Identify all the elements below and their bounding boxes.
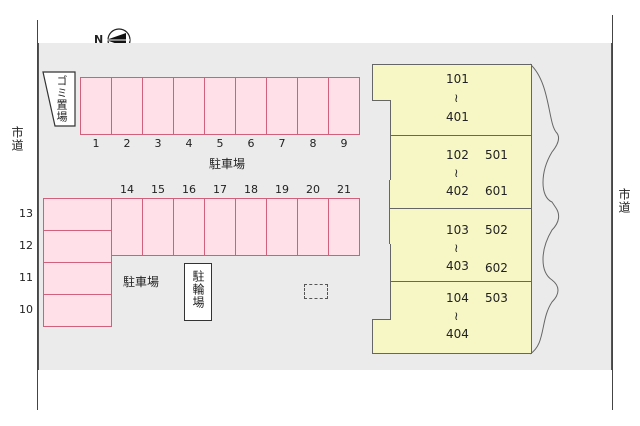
stall-number: 21 xyxy=(337,183,351,196)
building-section-2 xyxy=(389,135,532,209)
bicycle-label: 駐輪場 xyxy=(191,270,205,309)
garbage-area: ゴミ置場 xyxy=(41,70,77,128)
parking-stall-18 xyxy=(235,198,267,256)
unit-number: 101 xyxy=(446,72,469,86)
unit-number: 502 xyxy=(485,223,508,237)
stall-number: 16 xyxy=(182,183,196,196)
north-label: N xyxy=(94,33,104,46)
building-section-3 xyxy=(389,208,532,282)
right-road-line xyxy=(612,15,613,410)
parking-stall-8 xyxy=(297,77,329,135)
stall-number: 10 xyxy=(19,303,33,316)
building: 101 ≀ 401 102 501 ≀ 402 601 103 502 ≀ 40… xyxy=(370,62,565,356)
unit-number: 403 xyxy=(446,259,469,273)
stall-number: 9 xyxy=(340,137,348,150)
right-road-label: 市道 xyxy=(617,188,631,214)
parking-label-bottom: 駐車場 xyxy=(123,275,160,289)
parking-stall-17 xyxy=(204,198,236,256)
building-outline xyxy=(529,63,560,355)
parking-stall-6 xyxy=(235,77,267,135)
garbage-label: ゴミ置場 xyxy=(55,75,68,123)
parking-stall-13 xyxy=(43,198,112,231)
building-notch-bottom xyxy=(372,244,391,320)
stall-number: 1 xyxy=(92,137,100,150)
stall-number: 15 xyxy=(151,183,165,196)
stall-number: 17 xyxy=(213,183,227,196)
stall-number: 8 xyxy=(309,137,317,150)
stall-number: 7 xyxy=(278,137,286,150)
stall-number: 4 xyxy=(185,137,193,150)
stall-number: 20 xyxy=(306,183,320,196)
unit-number: 602 xyxy=(485,261,508,275)
stall-number: 6 xyxy=(247,137,255,150)
parking-stall-14 xyxy=(111,198,143,256)
left-road-line xyxy=(37,20,38,410)
left-road-label: 市道 xyxy=(10,126,24,152)
unit-number: 401 xyxy=(446,110,469,124)
stall-number: 18 xyxy=(244,183,258,196)
stall-number: 13 xyxy=(19,207,33,220)
parking-stall-12 xyxy=(43,230,112,263)
building-section-4 xyxy=(372,281,532,354)
unit-separator: ≀ xyxy=(454,91,459,105)
bicycle-parking: 駐輪場 xyxy=(184,263,212,321)
parking-stall-3 xyxy=(142,77,174,135)
parking-stall-7 xyxy=(266,77,298,135)
parking-stall-2 xyxy=(111,77,143,135)
parking-stall-20 xyxy=(297,198,329,256)
unit-separator: ≀ xyxy=(454,241,459,255)
stall-number: 5 xyxy=(216,137,224,150)
parking-stall-11 xyxy=(43,262,112,295)
parking-stall-10 xyxy=(43,294,112,327)
stall-number: 19 xyxy=(275,183,289,196)
unit-number: 102 xyxy=(446,148,469,162)
stall-number: 11 xyxy=(19,271,33,284)
unit-number: 601 xyxy=(485,184,508,198)
dashed-marker xyxy=(304,284,328,299)
parking-stall-19 xyxy=(266,198,298,256)
parking-stall-9 xyxy=(328,77,360,135)
unit-number: 402 xyxy=(446,184,469,198)
unit-number: 501 xyxy=(485,148,508,162)
unit-number: 104 xyxy=(446,291,469,305)
unit-separator: ≀ xyxy=(454,166,459,180)
parking-stall-16 xyxy=(173,198,205,256)
stall-number: 3 xyxy=(154,137,162,150)
parking-label-top: 駐車場 xyxy=(209,157,246,171)
parking-stall-4 xyxy=(173,77,205,135)
unit-number: 404 xyxy=(446,327,469,341)
stall-number: 14 xyxy=(120,183,134,196)
unit-number: 103 xyxy=(446,223,469,237)
parking-stall-21 xyxy=(328,198,360,256)
unit-separator: ≀ xyxy=(454,309,459,323)
stall-number: 2 xyxy=(123,137,131,150)
parking-stall-15 xyxy=(142,198,174,256)
parking-stall-1 xyxy=(80,77,112,135)
parking-stall-5 xyxy=(204,77,236,135)
unit-number: 503 xyxy=(485,291,508,305)
building-notch-top xyxy=(372,100,391,180)
stall-number: 12 xyxy=(19,239,33,252)
